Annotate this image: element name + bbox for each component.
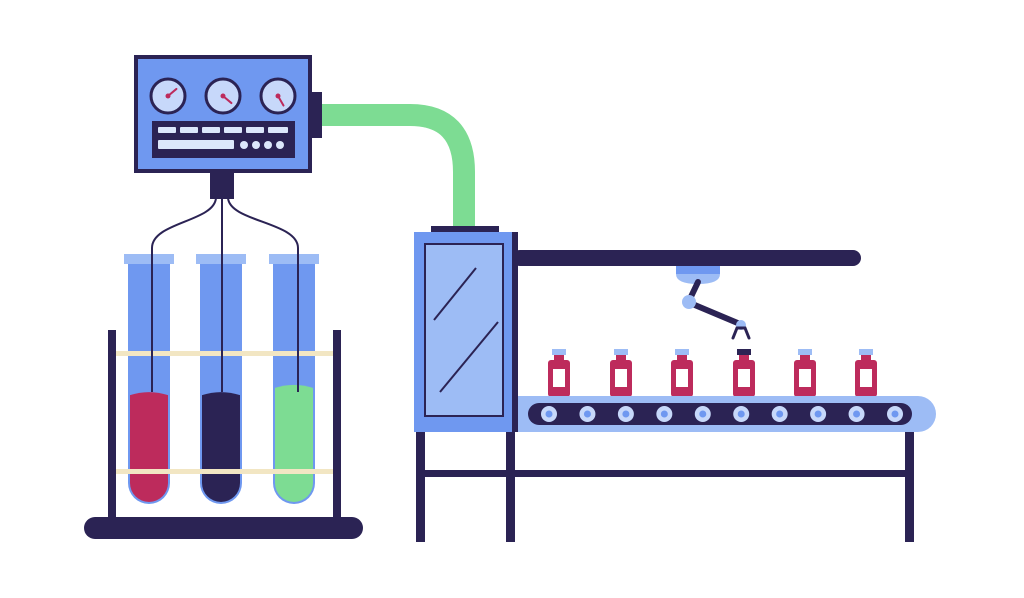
panel-display xyxy=(158,140,234,149)
gauge-pivot xyxy=(165,93,171,99)
window-glare xyxy=(439,321,499,393)
tube-liquid xyxy=(275,384,313,502)
robot-arm-elbow-joint xyxy=(682,295,696,309)
control-box xyxy=(134,55,322,199)
vials xyxy=(548,349,877,397)
panel-key xyxy=(180,127,198,133)
belt-rollers xyxy=(541,406,903,422)
vial-label xyxy=(615,369,627,387)
roller-hub xyxy=(660,410,668,418)
vial-neck xyxy=(616,355,626,360)
vial-neck xyxy=(861,355,871,360)
vial-label xyxy=(860,369,872,387)
vial-neck xyxy=(554,355,564,360)
wire-right xyxy=(227,197,299,392)
panel-key xyxy=(158,127,176,133)
rack-rail-bottom xyxy=(116,469,333,474)
machine-cap xyxy=(431,226,499,234)
machine-window xyxy=(424,243,504,417)
rack-post-right xyxy=(333,330,341,525)
window-glare xyxy=(433,267,477,321)
tube-liquid xyxy=(130,392,168,502)
sensor-wires xyxy=(151,197,299,392)
vial xyxy=(733,349,755,397)
vial xyxy=(855,349,877,397)
vial xyxy=(610,349,632,397)
panel-key xyxy=(268,127,288,133)
gauge-pivot xyxy=(275,93,281,99)
rack-rail-top xyxy=(116,351,333,356)
rack-post-left xyxy=(108,330,116,525)
vial xyxy=(548,349,570,397)
roller-hub xyxy=(891,410,899,418)
vial-neck xyxy=(677,355,687,360)
roller-hub xyxy=(699,410,707,418)
vial xyxy=(671,349,693,397)
vial-cap xyxy=(552,349,566,355)
gauges xyxy=(149,77,297,115)
vial-cap xyxy=(737,349,751,355)
vial-cap xyxy=(798,349,812,355)
wire-left xyxy=(151,197,217,392)
vial-label xyxy=(676,369,688,387)
conveyor-leg-end xyxy=(905,430,914,542)
control-box-side-port xyxy=(308,92,322,138)
machine-leg-right xyxy=(506,430,515,542)
roller-hub xyxy=(583,410,591,418)
dispensing-machine xyxy=(414,226,518,432)
robot-arm-lower xyxy=(687,300,743,327)
roller-hub xyxy=(776,410,784,418)
vial xyxy=(794,349,816,397)
roller-hub xyxy=(545,410,553,418)
machine-leg-left xyxy=(416,430,425,542)
vial-cap xyxy=(614,349,628,355)
vial-label xyxy=(553,369,565,387)
test-tube xyxy=(269,254,319,504)
rack-base xyxy=(84,517,363,539)
vial-neck xyxy=(800,355,810,360)
green-pipe xyxy=(322,104,475,232)
roller-hub xyxy=(737,410,745,418)
roller-hub xyxy=(622,410,630,418)
conveyor-crossbar xyxy=(416,470,914,477)
tube-rim xyxy=(124,254,174,264)
vial-neck xyxy=(739,355,749,360)
control-box-stem xyxy=(210,171,234,199)
conveyor-legs xyxy=(416,430,914,542)
panel-button xyxy=(240,141,248,149)
control-panel xyxy=(152,121,295,158)
robot-gripper xyxy=(731,326,751,340)
panel-button xyxy=(276,141,284,149)
test-tube xyxy=(124,254,174,504)
vial-cap xyxy=(675,349,689,355)
test-tube-rack xyxy=(84,330,363,539)
control-panel-buttons xyxy=(158,127,288,149)
panel-key xyxy=(224,127,242,133)
tube-rim xyxy=(269,254,319,264)
panel-button xyxy=(252,141,260,149)
panel-key xyxy=(202,127,220,133)
robotic-arm xyxy=(682,279,751,340)
roller-hub xyxy=(853,410,861,418)
machine-side-strip xyxy=(512,232,518,432)
tube-liquid xyxy=(202,392,240,502)
roller-hub xyxy=(814,410,822,418)
gantry-beam xyxy=(512,250,861,266)
panel-key xyxy=(246,127,264,133)
gauge-pivot xyxy=(220,93,226,99)
vial-label xyxy=(738,369,750,387)
vial-label xyxy=(799,369,811,387)
conveyor-belt xyxy=(518,396,936,432)
rack-rails xyxy=(116,351,333,474)
gantry-mount xyxy=(676,266,720,274)
vial-cap xyxy=(859,349,873,355)
panel-button xyxy=(264,141,272,149)
overhead-gantry xyxy=(512,250,861,284)
